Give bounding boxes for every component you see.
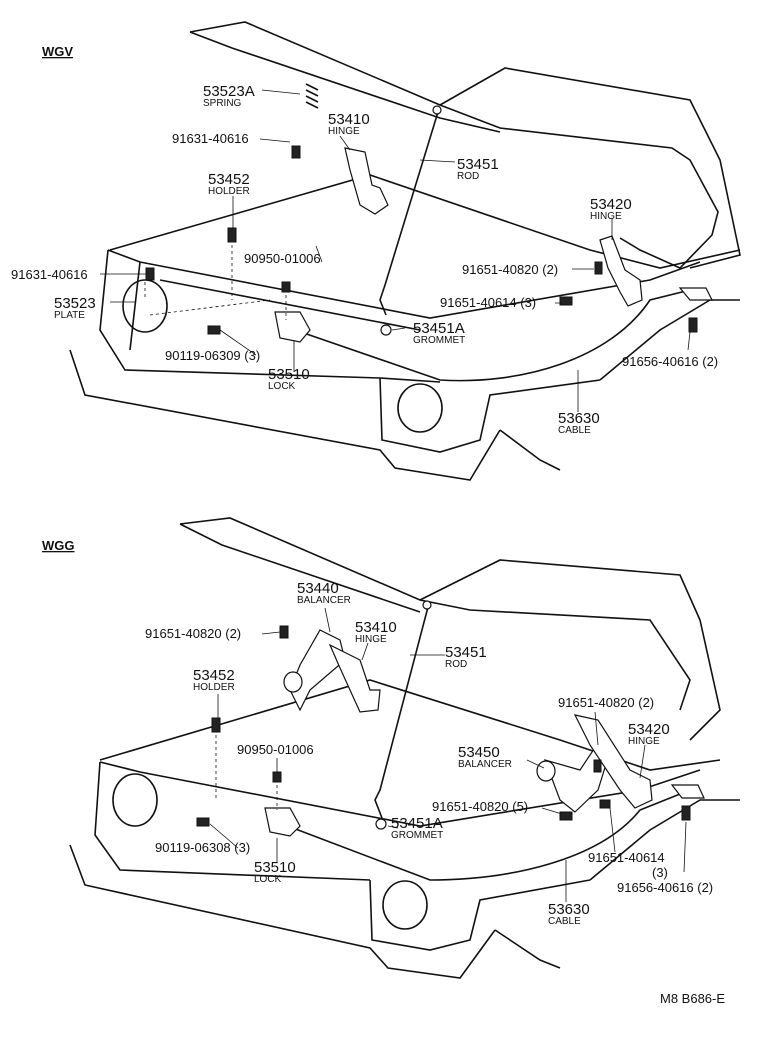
label-53410-b-name: HINGE [355,634,387,645]
label-53410-num: 53410 [328,111,370,128]
section-title-wgv: WGV [42,44,73,59]
label-53451-name: ROD [457,171,479,182]
label-53630-b-name: CABLE [548,916,581,927]
wgv-hinge-53410 [344,147,389,215]
label-91651-40614-b-qty: (3) [652,865,668,880]
label-53451-num: 53451 [457,156,499,173]
wgv-lock [274,311,311,343]
label-91656-40616-b: 91656-40616 (2) [617,880,713,895]
label-53452-b-name: HOLDER [193,682,235,693]
wgg-drawing [69,517,740,979]
label-53410-name: HINGE [328,126,360,137]
label-53440-num: 53440 [297,580,339,597]
label-91631-40616-a: 91631-40616 [172,131,249,146]
label-53420-b-name: HINGE [628,736,660,747]
wgv-drawing [69,21,741,481]
label-53410-b-num: 53410 [355,619,397,636]
label-53452-b-num: 53452 [193,667,235,684]
label-91651-40820-b: 91651-40820 (2) [145,626,241,641]
wgg-hood-panel [179,517,691,711]
label-90119-06309: 90119-06309 (3) [165,348,260,363]
label-53451a-num: 53451A [413,320,465,337]
wgv-spring [305,83,319,109]
wgg-balancer-53440 [289,629,346,712]
label-53420-num: 53420 [590,196,632,213]
label-53523-name: PLATE [54,310,85,321]
label-53630-num: 53630 [558,410,600,427]
wgv-headlight-right [397,383,443,433]
wgv-hinge-53420 [599,235,643,307]
label-53510-name: LOCK [268,381,296,392]
label-91651-40820-c: 91651-40820 (2) [558,695,654,710]
wgv-body [109,174,741,269]
wgg-body [99,679,721,771]
wgg-rod [374,606,429,819]
label-91656-40616-a: 91656-40616 (2) [622,354,718,369]
diagram-code: M8 B686-E [660,991,725,1006]
label-53420-name: HINGE [590,211,622,222]
label-53451a-b-num: 53451A [391,815,443,832]
label-53523a-num: 53523A [203,83,255,100]
label-91651-40820-a: 91651-40820 (2) [462,262,558,277]
label-91651-40820-d: 91651-40820 (5) [432,799,528,814]
label-91651-40614-a: 91651-40614 (3) [440,295,536,310]
wgv-bumper [69,349,501,481]
wgg-hinge-53410 [328,643,381,713]
label-91651-40614-b: 91651-40614 [588,850,665,865]
label-53420-b-num: 53420 [628,721,670,738]
wgg-bumper [69,844,496,979]
wgv-hood-panel [189,21,719,269]
label-53630-b-num: 53630 [548,901,590,918]
label-53451-b-num: 53451 [445,644,487,661]
label-90119-06308: 90119-06308 (3) [155,840,250,855]
label-53630-name: CABLE [558,425,591,436]
label-91631-40616-b: 91631-40616 [11,267,88,282]
label-53440-name: BALANCER [297,595,351,606]
section-title-wgg: WGG [42,538,75,553]
label-53450-name: BALANCER [458,759,512,770]
label-53452-name: HOLDER [208,186,250,197]
label-53450-num: 53450 [458,744,500,761]
wgg-cable [284,789,691,881]
label-53523a-name: SPRING [203,98,242,109]
wgv-cable [294,289,691,382]
label-53523-num: 53523 [54,295,96,312]
label-53510-b-num: 53510 [254,859,296,876]
wgv-rod [379,111,439,316]
label-53510-num: 53510 [268,366,310,383]
label-53510-b-name: LOCK [254,874,282,885]
wgg-headlight-right [382,880,428,930]
label-90950-01006-a: 90950-01006 [244,251,321,266]
label-53452-num: 53452 [208,171,250,188]
label-53451a-name: GROMMET [413,335,465,346]
wgg-lock [264,807,301,837]
label-90950-01006-b: 90950-01006 [237,742,314,757]
wgg-headlight-left [112,773,158,827]
wgv-headlight-left [122,279,168,333]
label-53451a-b-name: GROMMET [391,830,443,841]
label-53451-b-name: ROD [445,659,467,670]
